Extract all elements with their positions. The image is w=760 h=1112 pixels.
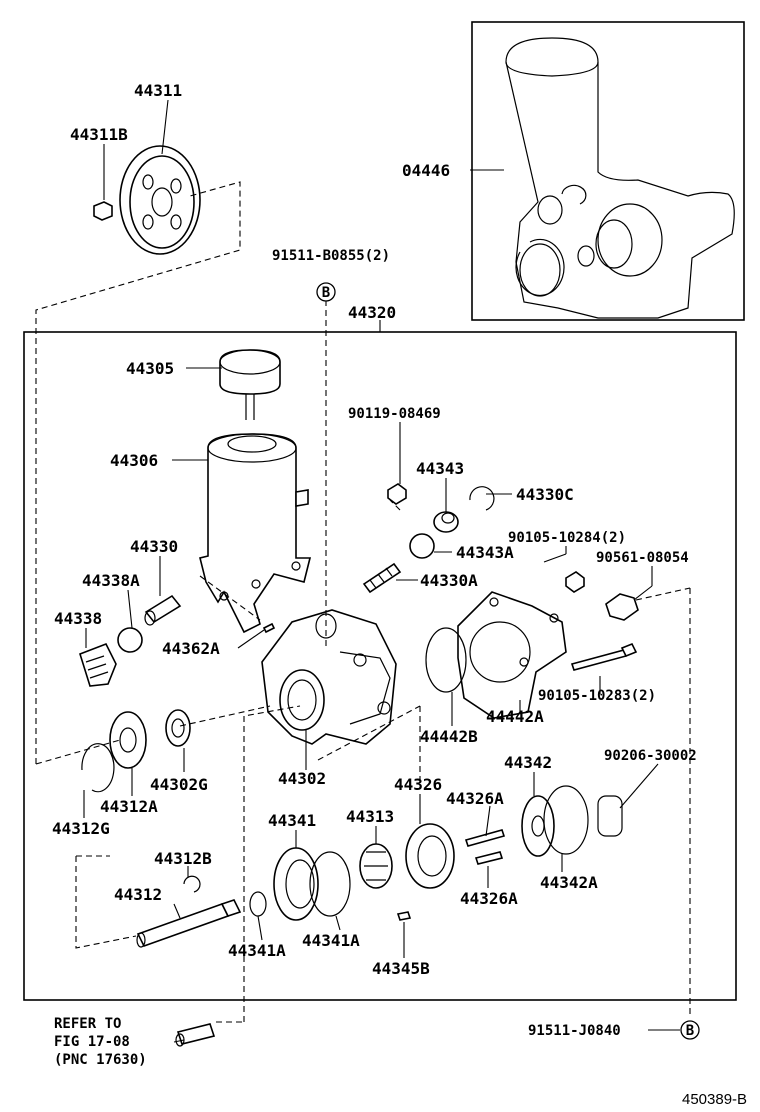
- gasket-44442B: [425, 627, 467, 693]
- o-ring-44338A: [117, 627, 143, 653]
- vane-44345B: [396, 911, 412, 921]
- o-ring-44343A: [409, 533, 435, 559]
- label-44306: 44306: [110, 451, 158, 470]
- pin-44362A: [262, 622, 276, 634]
- nut-44311B: [93, 201, 113, 221]
- label-44302G: 44302G: [150, 775, 208, 794]
- callout-b-bottom: B: [680, 1020, 700, 1040]
- label-90561-08054: 90561-08054: [596, 550, 689, 566]
- svg-text:B: B: [686, 1023, 694, 1039]
- bolt-90105-10283: [570, 642, 638, 671]
- snap-ring-44312G: [81, 743, 115, 793]
- svg-text:B: B: [322, 285, 330, 301]
- fitting-17630: [175, 1023, 216, 1047]
- label-44312B: 44312B: [154, 849, 212, 868]
- bearing-44312A: [109, 711, 147, 769]
- reservoir-44306: [199, 433, 312, 634]
- gasket-90206-30002: [597, 795, 623, 837]
- leader-lines: [83, 99, 680, 1043]
- label-44326: 44326: [394, 775, 442, 794]
- label-44312A: 44312A: [100, 797, 158, 816]
- union-90561-08054: [605, 593, 639, 621]
- inset-box-04446: [471, 21, 745, 321]
- label-44341A-left: 44341A: [228, 941, 286, 960]
- rotor-44313: [359, 843, 393, 889]
- label-44330A: 44330A: [420, 571, 478, 590]
- cam-ring-44326: [405, 823, 455, 889]
- label-44342A: 44342A: [540, 873, 598, 892]
- label-44442A: 44442A: [486, 707, 544, 726]
- label-44341: 44341: [268, 811, 316, 830]
- rear-housing-44442A: [457, 591, 567, 719]
- label-44342: 44342: [504, 753, 552, 772]
- label-44313: 44313: [346, 807, 394, 826]
- side-plate-44341: [273, 847, 319, 921]
- seal-44302G: [165, 709, 191, 747]
- pulley-44311: [119, 145, 201, 255]
- label-44442B: 44442B: [420, 727, 478, 746]
- label-44302: 44302: [278, 769, 326, 788]
- label-44341A-right: 44341A: [302, 931, 360, 950]
- label-44326A-upper: 44326A: [446, 789, 504, 808]
- label-44345B: 44345B: [372, 959, 430, 978]
- label-44320: 44320: [348, 303, 396, 322]
- o-ring-44342A: [543, 785, 589, 855]
- label-91511-B0855: 91511-B0855(2): [272, 248, 390, 264]
- assembly-lines: [35, 181, 691, 1023]
- label-90105-10283: 90105-10283(2): [538, 688, 656, 704]
- refer-note-line2: FIG 17-08: [54, 1034, 130, 1050]
- label-90206-30002: 90206-30002: [604, 748, 697, 764]
- key-44312B: [183, 875, 201, 893]
- label-44312G: 44312G: [52, 819, 110, 838]
- refer-note-line3: (PNC 17630): [54, 1052, 147, 1068]
- label-90105-10284: 90105-10284(2): [508, 530, 626, 546]
- valve-44330: [144, 594, 182, 626]
- pin-44326A-lower: [474, 851, 504, 865]
- label-44330: 44330: [130, 537, 178, 556]
- fitting-44343: [433, 511, 459, 533]
- pin-44326A-upper: [464, 829, 506, 847]
- pump-body-44302: [261, 609, 397, 745]
- label-44311B: 44311B: [70, 125, 128, 144]
- label-44312: 44312: [114, 885, 162, 904]
- bolt-90105-10284: [565, 571, 585, 593]
- snap-ring-44330C: [469, 486, 495, 511]
- spring-44330A: [362, 562, 402, 594]
- label-44343A: 44343A: [456, 543, 514, 562]
- label-44338: 44338: [54, 609, 102, 628]
- diagram-code: 450389-B: [682, 1091, 747, 1108]
- label-44305: 44305: [126, 359, 174, 378]
- label-91511-J0840: 91511-J0840: [528, 1023, 621, 1039]
- plug-44338: [79, 642, 117, 687]
- label-04446: 04446: [402, 161, 450, 180]
- label-44362A: 44362A: [162, 639, 220, 658]
- label-44338A: 44338A: [82, 571, 140, 590]
- o-ring-44341A-small: [249, 891, 267, 917]
- pump-assembly-04446: [505, 37, 735, 319]
- label-44343: 44343: [416, 459, 464, 478]
- label-44311: 44311: [134, 81, 182, 100]
- label-44330C: 44330C: [516, 485, 574, 504]
- reservoir-cap-44305: [219, 349, 281, 420]
- side-plate-44342: [521, 795, 555, 857]
- shaft-44312: [136, 899, 242, 948]
- o-ring-44341A-large: [309, 851, 351, 917]
- bolt-90119-08469: [387, 483, 407, 505]
- callout-b-top: B: [316, 282, 336, 302]
- label-44326A-lower: 44326A: [460, 889, 518, 908]
- label-90119-08469: 90119-08469: [348, 406, 441, 422]
- refer-note-line1: REFER TO: [54, 1016, 121, 1032]
